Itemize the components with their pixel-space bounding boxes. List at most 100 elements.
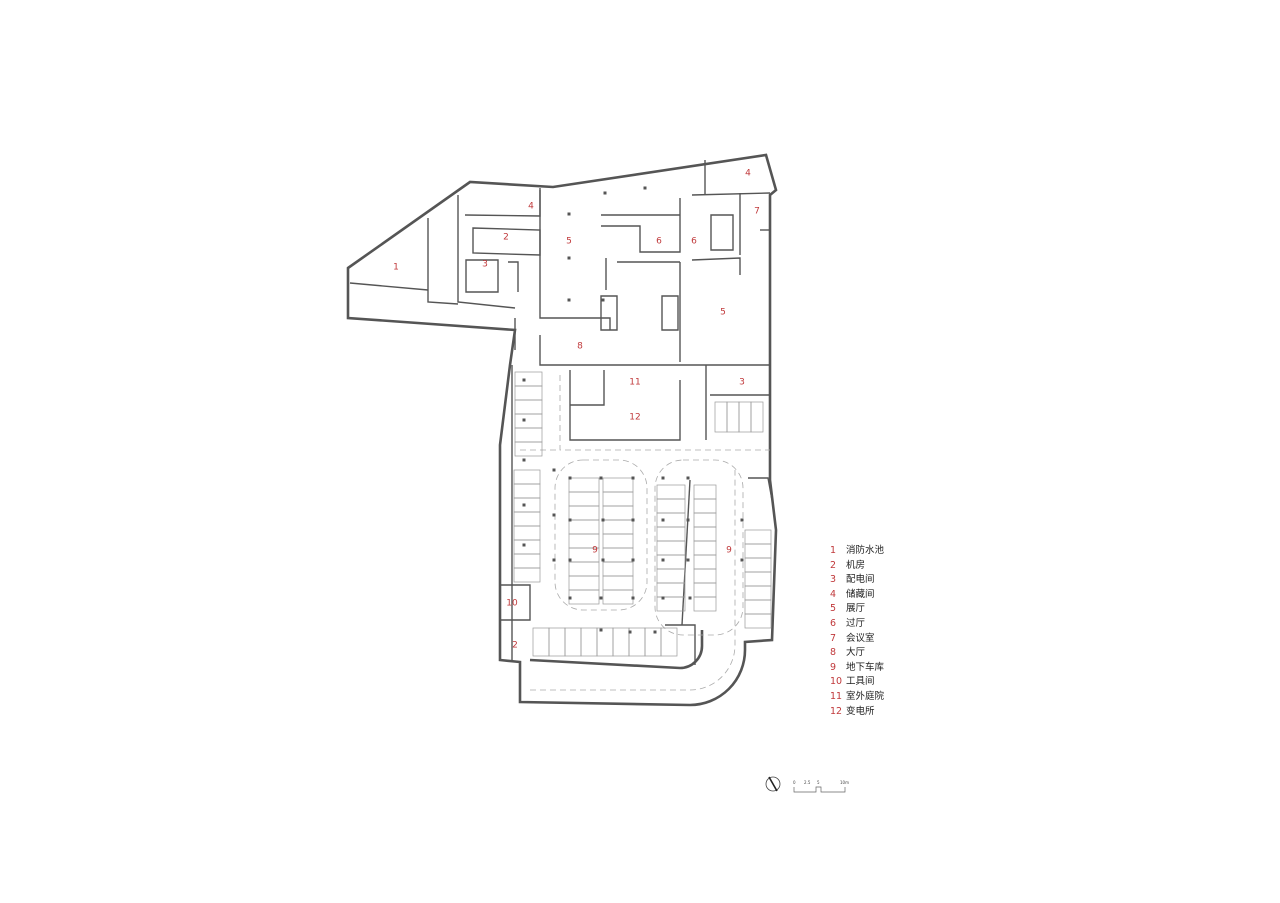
column bbox=[603, 191, 607, 195]
parking-stall bbox=[602, 491, 634, 507]
parking-stall bbox=[513, 525, 541, 541]
column bbox=[522, 458, 526, 462]
interior-walls bbox=[349, 160, 773, 665]
legend-number: 11 bbox=[830, 690, 843, 702]
legend-label: 展厅 bbox=[846, 603, 866, 615]
room-label: 6 bbox=[656, 237, 662, 247]
parking-stalls bbox=[513, 371, 772, 657]
room-label: 4 bbox=[745, 169, 751, 179]
column bbox=[686, 558, 690, 562]
parking-stall bbox=[744, 599, 772, 615]
room-labels: 1 2 3 4 5 6 6 4 7 5 8 11 3 12 9 9 10 2 bbox=[393, 169, 760, 651]
parking-stall bbox=[602, 533, 634, 549]
room-label: 2 bbox=[503, 233, 509, 243]
parking-stall bbox=[514, 413, 543, 429]
parking-stall bbox=[656, 596, 686, 612]
parking-stall bbox=[514, 427, 543, 443]
parking-stall bbox=[693, 554, 717, 570]
room-label: 2 bbox=[512, 641, 518, 651]
parking-stall bbox=[568, 477, 600, 493]
parking-stall bbox=[693, 568, 717, 584]
parking-stall bbox=[513, 469, 541, 485]
parking-stall bbox=[513, 553, 541, 569]
parking-stall bbox=[656, 582, 686, 598]
parking-stall bbox=[568, 519, 600, 535]
column bbox=[599, 476, 603, 480]
column bbox=[568, 558, 572, 562]
legend-number: 1 bbox=[830, 545, 837, 556]
parking-stall bbox=[744, 585, 772, 601]
room-label: 8 bbox=[577, 342, 583, 352]
legend-label: 工具间 bbox=[846, 676, 875, 688]
column bbox=[599, 628, 603, 632]
column bbox=[631, 596, 635, 600]
parking-stall bbox=[514, 441, 543, 457]
parking-stall bbox=[693, 498, 717, 514]
parking-stall bbox=[750, 401, 764, 433]
column bbox=[552, 468, 556, 472]
column bbox=[631, 558, 635, 562]
room-label: 6 bbox=[691, 237, 697, 247]
legend-number: 7 bbox=[830, 632, 837, 644]
room-label: 3 bbox=[739, 378, 745, 388]
column bbox=[568, 596, 572, 600]
parking-stall bbox=[693, 582, 717, 598]
scale-tick: 0 bbox=[793, 780, 796, 785]
legend-label: 大厅 bbox=[846, 647, 866, 659]
room-label: 1 bbox=[393, 263, 399, 273]
legend-number: 2 bbox=[830, 559, 837, 571]
room-label: 9 bbox=[592, 546, 598, 556]
legend-label: 室外庭院 bbox=[846, 690, 885, 702]
column bbox=[522, 418, 526, 422]
legend-label: 消防水池 bbox=[846, 545, 885, 556]
parking-stall bbox=[602, 589, 634, 605]
parking-stall bbox=[513, 497, 541, 513]
column bbox=[661, 596, 665, 600]
legend-label: 变电所 bbox=[846, 705, 875, 717]
room-label: 11 bbox=[629, 378, 640, 388]
parking-stall bbox=[726, 401, 740, 433]
legend-number: 8 bbox=[830, 647, 837, 659]
column bbox=[599, 596, 603, 600]
parking-stall bbox=[568, 505, 600, 521]
parking-stall bbox=[660, 627, 678, 657]
column bbox=[686, 518, 690, 522]
legend-item: 7 会议室 bbox=[830, 632, 884, 647]
scale-tick: 2.5 bbox=[804, 780, 811, 785]
parking-stall bbox=[513, 567, 541, 583]
parking-stall bbox=[568, 491, 600, 507]
legend-label: 过厅 bbox=[846, 617, 866, 629]
room-label: 4 bbox=[528, 202, 534, 212]
legend-label: 会议室 bbox=[846, 632, 875, 644]
parking-stall bbox=[656, 554, 686, 570]
column bbox=[601, 558, 605, 562]
column bbox=[631, 476, 635, 480]
parking-stall bbox=[656, 498, 686, 514]
column bbox=[567, 298, 571, 302]
parking-stall bbox=[693, 540, 717, 556]
column bbox=[631, 518, 635, 522]
scale-tick: 10m bbox=[840, 780, 849, 785]
legend-number: 3 bbox=[830, 574, 837, 586]
column bbox=[568, 476, 572, 480]
parking-stall bbox=[744, 571, 772, 587]
parking-stall bbox=[656, 540, 686, 556]
parking-stall bbox=[644, 627, 662, 657]
parking-stall bbox=[602, 575, 634, 591]
parking-stall bbox=[693, 484, 717, 500]
column bbox=[601, 298, 605, 302]
column bbox=[661, 476, 665, 480]
column bbox=[567, 212, 571, 216]
parking-stall bbox=[568, 561, 600, 577]
column bbox=[688, 596, 692, 600]
column bbox=[552, 513, 556, 517]
parking-stall bbox=[602, 505, 634, 521]
column bbox=[643, 186, 647, 190]
column bbox=[568, 518, 572, 522]
room-label: 12 bbox=[629, 413, 640, 423]
